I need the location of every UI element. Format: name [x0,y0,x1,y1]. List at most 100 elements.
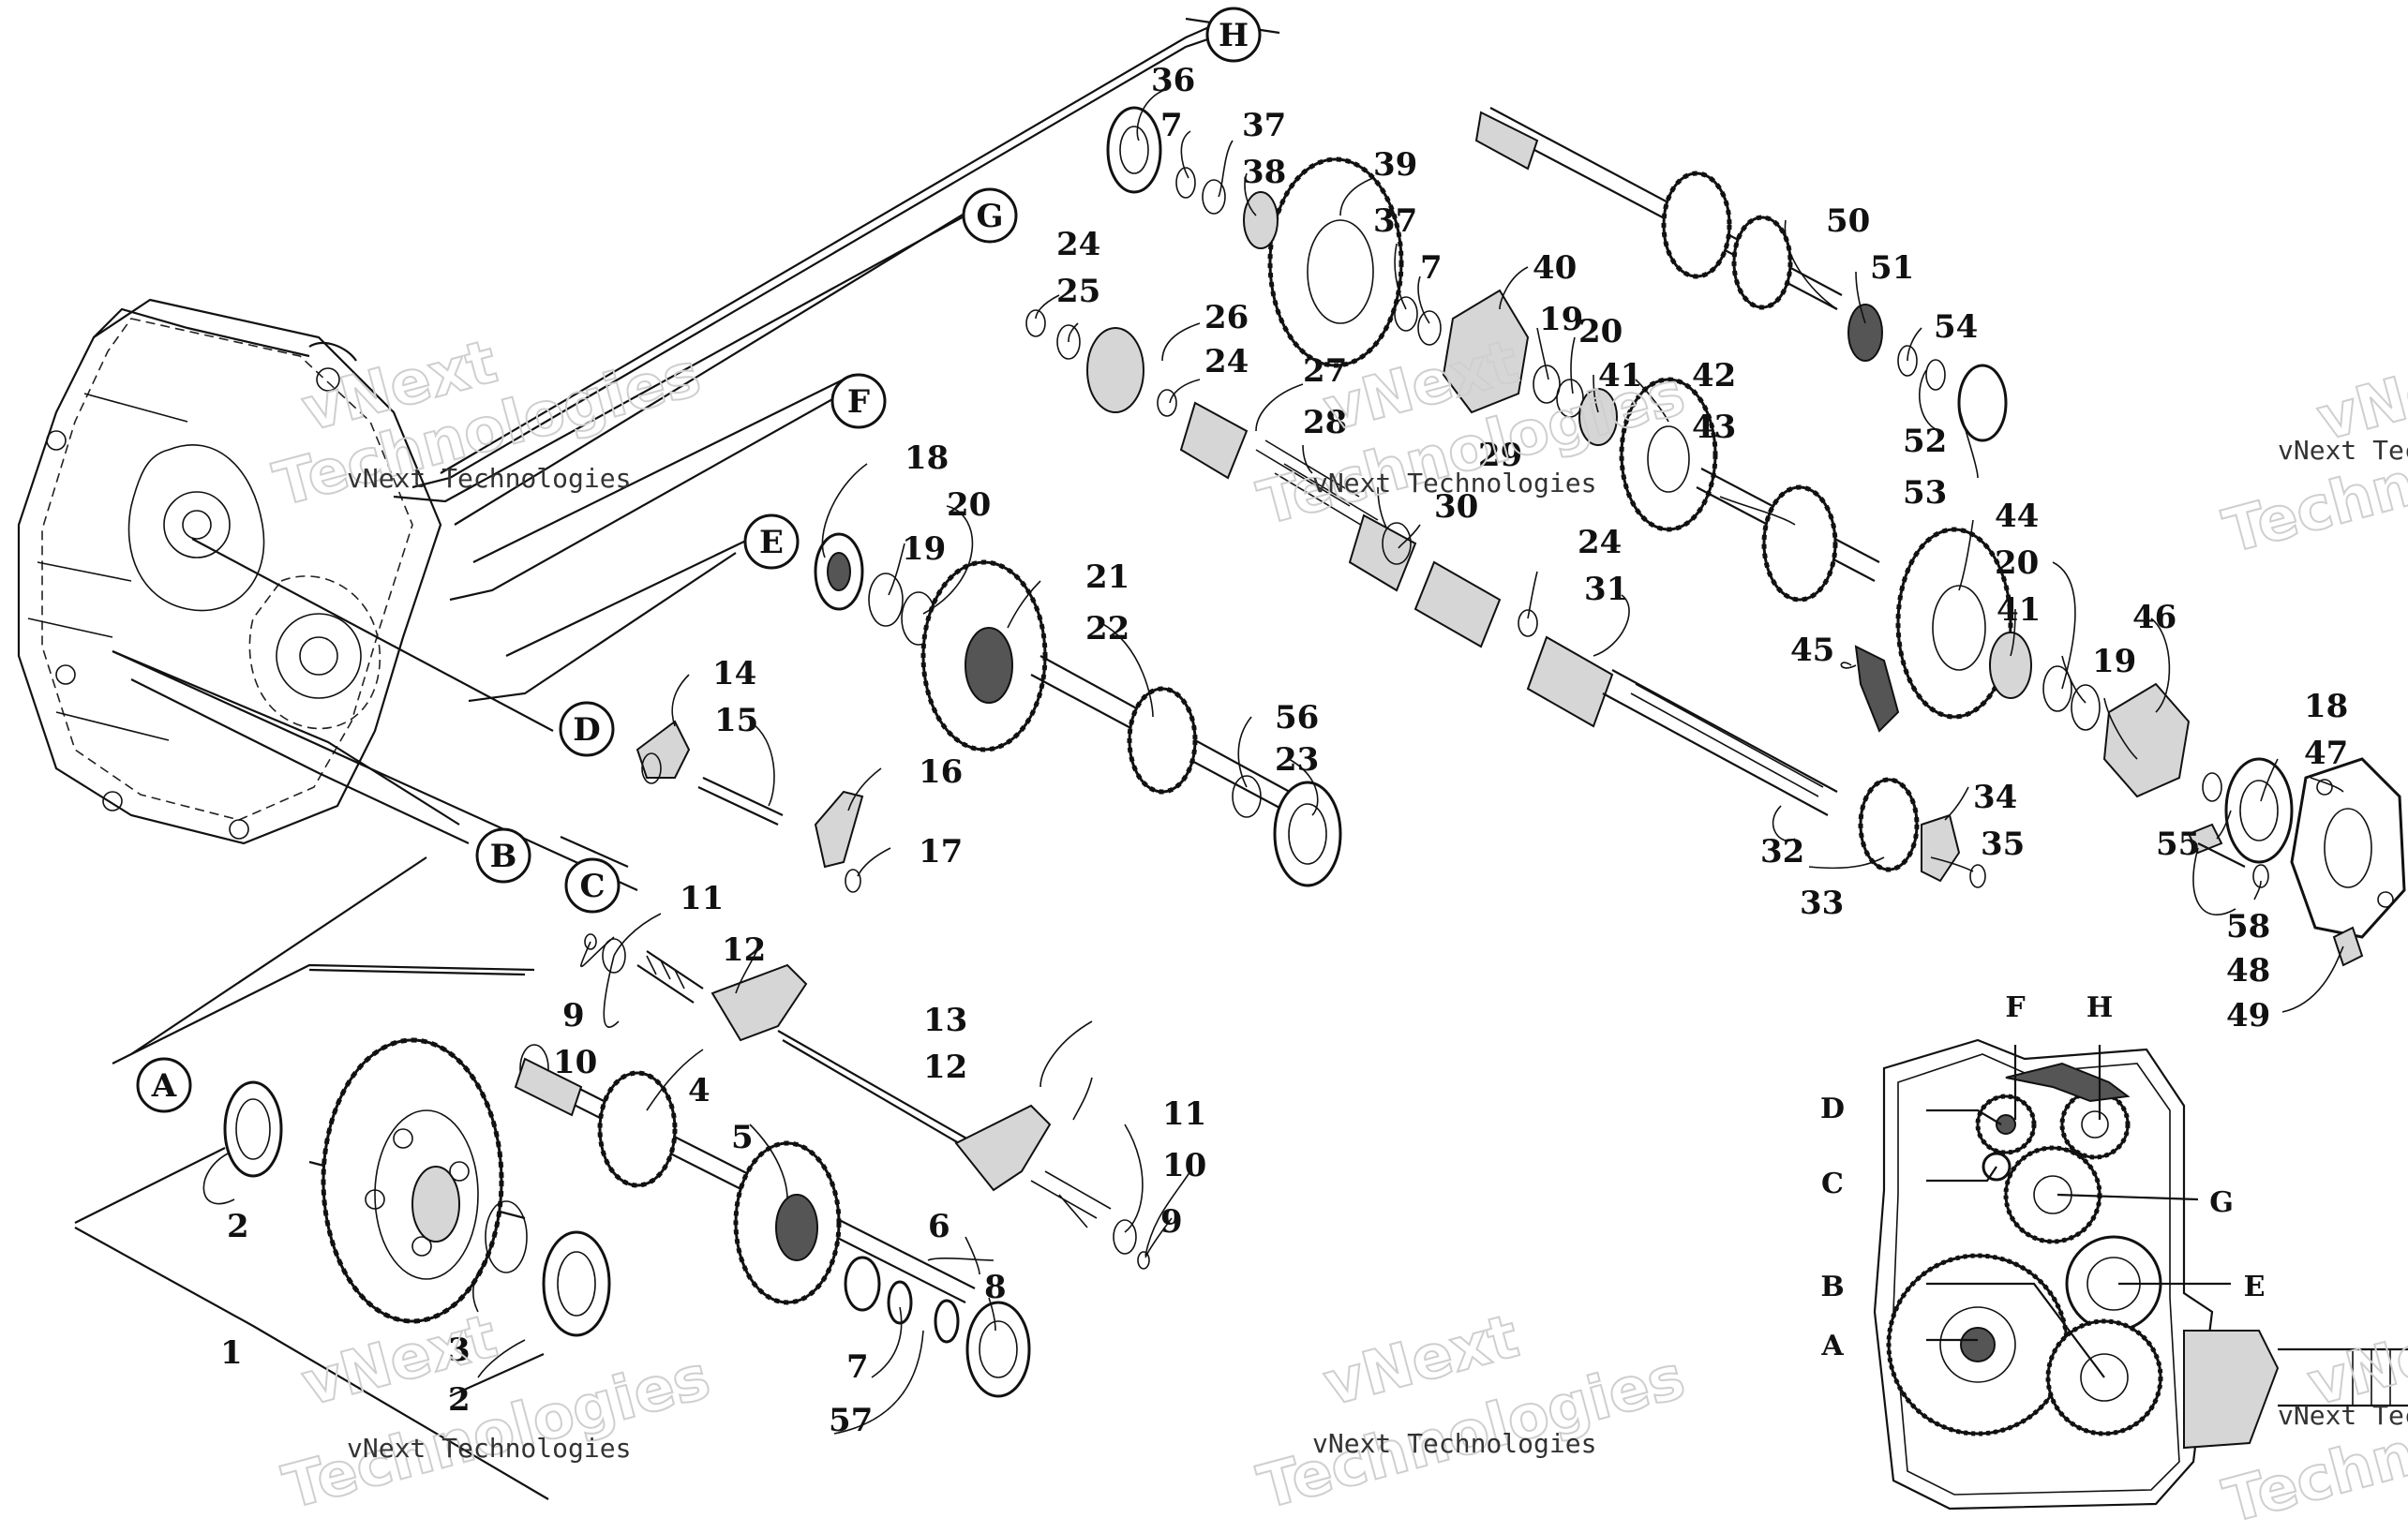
part-number-8: 8 [984,1269,1007,1306]
inset-letter-a: A [1820,1330,1844,1362]
part-number-54: 54 [1934,308,1978,346]
part-number-52: 52 [1903,423,1947,460]
part-number-49: 49 [2226,997,2270,1034]
part-number-58: 58 [2226,908,2270,945]
part-number-4: 4 [688,1072,710,1109]
end-cover-assembly [2187,757,2406,967]
part-number-37b: 37 [1373,202,1417,240]
inset-letter-g-top: H [2086,991,2113,1024]
shaft-e-assembly [814,532,1342,887]
part-number-43: 43 [1692,409,1736,446]
assembled-inset [1873,1038,2408,1511]
shaft-letter-d-circle [559,701,615,757]
inset-letter-c: C [1821,1168,1844,1200]
inset-letter-g: G [2209,1186,2234,1219]
part-number-53: 53 [1903,474,1947,512]
part-number-40: 40 [1533,249,1577,287]
part-number-20c: 20 [1995,544,2039,582]
shaft-letter-h: H [1219,17,1249,54]
shaft-letter-g-circle [962,187,1018,244]
part-number-41b: 41 [1997,591,2041,629]
shaft-letter-callouts: A B C D E F G H [136,7,1262,1113]
part-number-1: 1 [220,1334,243,1372]
part-number-21: 21 [1085,558,1129,596]
part-number-23: 23 [1275,741,1319,779]
part-number-2b: 2 [448,1381,471,1419]
watermark-small-3: vNext Technologies [2278,435,2408,466]
inset-letter-b: B [1820,1271,1844,1303]
part-number-12: 12 [722,931,766,969]
part-number-6: 6 [928,1208,950,1245]
part-number-28: 28 [1303,404,1347,441]
part-number-16: 16 [919,753,963,791]
part-number-11b: 11 [1162,1095,1206,1133]
part-number-27: 27 [1303,352,1347,390]
part-number-20b: 20 [1578,313,1623,350]
part-number-24c: 24 [1578,524,1622,561]
part-number-51: 51 [1870,249,1914,287]
part-number-17: 17 [919,833,963,871]
part-number-9b: 9 [1160,1203,1183,1241]
shaft-g-assembly [1267,156,2222,802]
shaft-letter-b: B [490,838,517,875]
shaft-letter-f: F [847,383,870,421]
part-number-33: 33 [1800,885,1844,922]
watermark-small-1: vNext Technologies [347,463,631,494]
part-number-7: 7 [846,1348,869,1386]
part-number-47: 47 [2304,735,2348,772]
shaft-letter-g: G [976,198,1003,235]
part-number-48: 48 [2226,952,2270,990]
shaft-letter-h-circle [1205,7,1262,63]
watermark-small-5: vNext Technologies [1312,1428,1596,1459]
part-number-31: 31 [1584,571,1628,608]
inset-letter-f: F [2005,991,2025,1024]
part-number-56: 56 [1275,699,1319,737]
watermark-small-6: vNext Technologies [2278,1400,2408,1431]
part-number-20: 20 [947,486,991,524]
part-number-19c: 19 [2092,643,2136,680]
part-number-19b: 19 [1539,301,1583,338]
part-number-38: 38 [1242,154,1286,191]
part-number-57: 57 [829,1402,873,1439]
shaft-h-assembly [1106,106,2008,442]
part-number-24: 24 [1056,226,1100,263]
part-number-2: 2 [227,1208,249,1245]
transmission-housing [17,298,442,845]
shaft-letter-d: D [573,711,600,749]
part-number-9: 9 [562,997,585,1034]
part-number-5: 5 [731,1119,754,1156]
part-number-3: 3 [448,1332,471,1369]
part-number-39: 39 [1373,146,1417,184]
part-number-13: 13 [923,1002,967,1039]
part-number-35: 35 [1981,826,2025,863]
shaft-c-assembly [584,933,1150,1270]
part-number-14: 14 [712,655,756,692]
part-number-11: 11 [680,880,724,917]
inset-letter-e: E [2244,1271,2266,1303]
part-number-37: 37 [1242,107,1286,144]
shaft-a-assembly [74,1037,611,1500]
part-number-22: 22 [1085,610,1129,647]
shaft-letter-c-circle [564,857,621,914]
part-number-10b: 10 [1162,1147,1206,1184]
shaft-d-assembly [636,720,864,893]
part-number-30: 30 [1434,488,1478,526]
part-number-44: 44 [1995,498,2039,535]
shaft-letter-b-circle [475,827,531,884]
shaft-f-assembly [1025,309,1986,888]
part-number-19: 19 [902,530,946,568]
shaft-b-assembly [514,1044,1031,1398]
shaft-letter-a-circle [136,1057,192,1113]
part-number-36: 36 [1151,62,1195,99]
part-number-32: 32 [1760,833,1804,871]
shaft-letter-c: C [579,868,605,905]
inset-letter-callouts: A B C D E F H G [1820,991,2265,1362]
part-number-26: 26 [1204,299,1249,336]
part-number-15: 15 [714,702,758,739]
part-number-18: 18 [905,439,949,477]
shaft-letter-f-circle [830,373,887,429]
part-number-10: 10 [553,1044,597,1081]
part-number-labels: 1 2 2 3 4 5 6 7 57 8 9 10 11 12 13 12 11… [220,62,2348,1439]
part-number-34: 34 [1973,779,2017,816]
